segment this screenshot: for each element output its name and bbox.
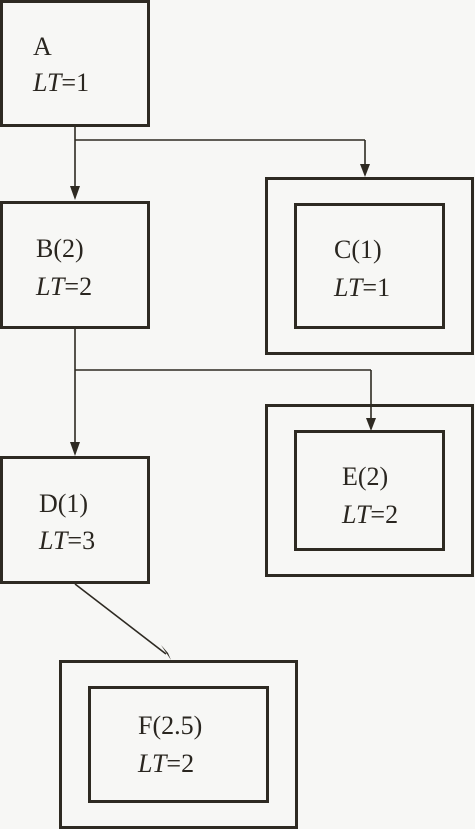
arrow-b-d (70, 442, 80, 456)
node-c-lt-value: =1 (362, 273, 390, 302)
node-c: C(1) LT=1 (265, 177, 474, 355)
node-a-name: A (33, 32, 52, 61)
node-f-inner-box (88, 686, 269, 803)
node-f-outer-box (59, 660, 298, 829)
node-d-lt: LT=3 (38, 526, 95, 555)
node-e: E(2) LT=2 (265, 404, 474, 577)
node-e-name: E(2) (342, 462, 388, 491)
node-a-lt-label: LT (32, 68, 63, 97)
node-a-box (0, 0, 150, 127)
node-c-lt-label: LT (333, 273, 364, 302)
node-b: B(2) LT=2 (0, 201, 150, 329)
node-b-lt: LT=2 (35, 272, 92, 301)
node-f-lt-value: =2 (166, 749, 194, 778)
node-e-lt-label: LT (341, 500, 372, 529)
node-d: D(1) LT=3 (0, 456, 150, 584)
node-f-name: F(2.5) (138, 711, 202, 740)
node-b-lt-value: =2 (64, 272, 92, 301)
node-a-lt-value: =1 (61, 68, 89, 97)
node-b-box (0, 201, 150, 329)
node-d-box (0, 456, 150, 584)
node-f-lt: LT=2 (137, 749, 194, 778)
node-b-lt-label: LT (35, 272, 66, 301)
node-a-lt: LT=1 (32, 68, 89, 97)
arrow-d-f (161, 645, 171, 660)
node-a: A LT=1 (0, 0, 150, 127)
node-e-outer-box (265, 404, 474, 577)
arrow-a-b (70, 186, 80, 200)
arrow-a-c (360, 164, 370, 177)
node-f-lt-label: LT (137, 749, 168, 778)
node-e-inner-box (294, 430, 445, 551)
node-c-inner-box (294, 203, 445, 329)
node-b-name: B(2) (36, 234, 84, 263)
node-c-outer-box (265, 177, 474, 355)
node-d-lt-label: LT (38, 526, 69, 555)
edge-d-f (74, 583, 167, 655)
edges (70, 126, 376, 660)
node-d-lt-value: =3 (67, 526, 95, 555)
arrow-b-e (366, 418, 376, 431)
node-f: F(2.5) LT=2 (59, 660, 298, 829)
node-e-lt: LT=2 (341, 500, 398, 529)
node-c-lt: LT=1 (333, 273, 390, 302)
node-e-lt-value: =2 (370, 500, 398, 529)
node-c-name: C(1) (334, 235, 382, 264)
node-d-name: D(1) (39, 489, 88, 518)
